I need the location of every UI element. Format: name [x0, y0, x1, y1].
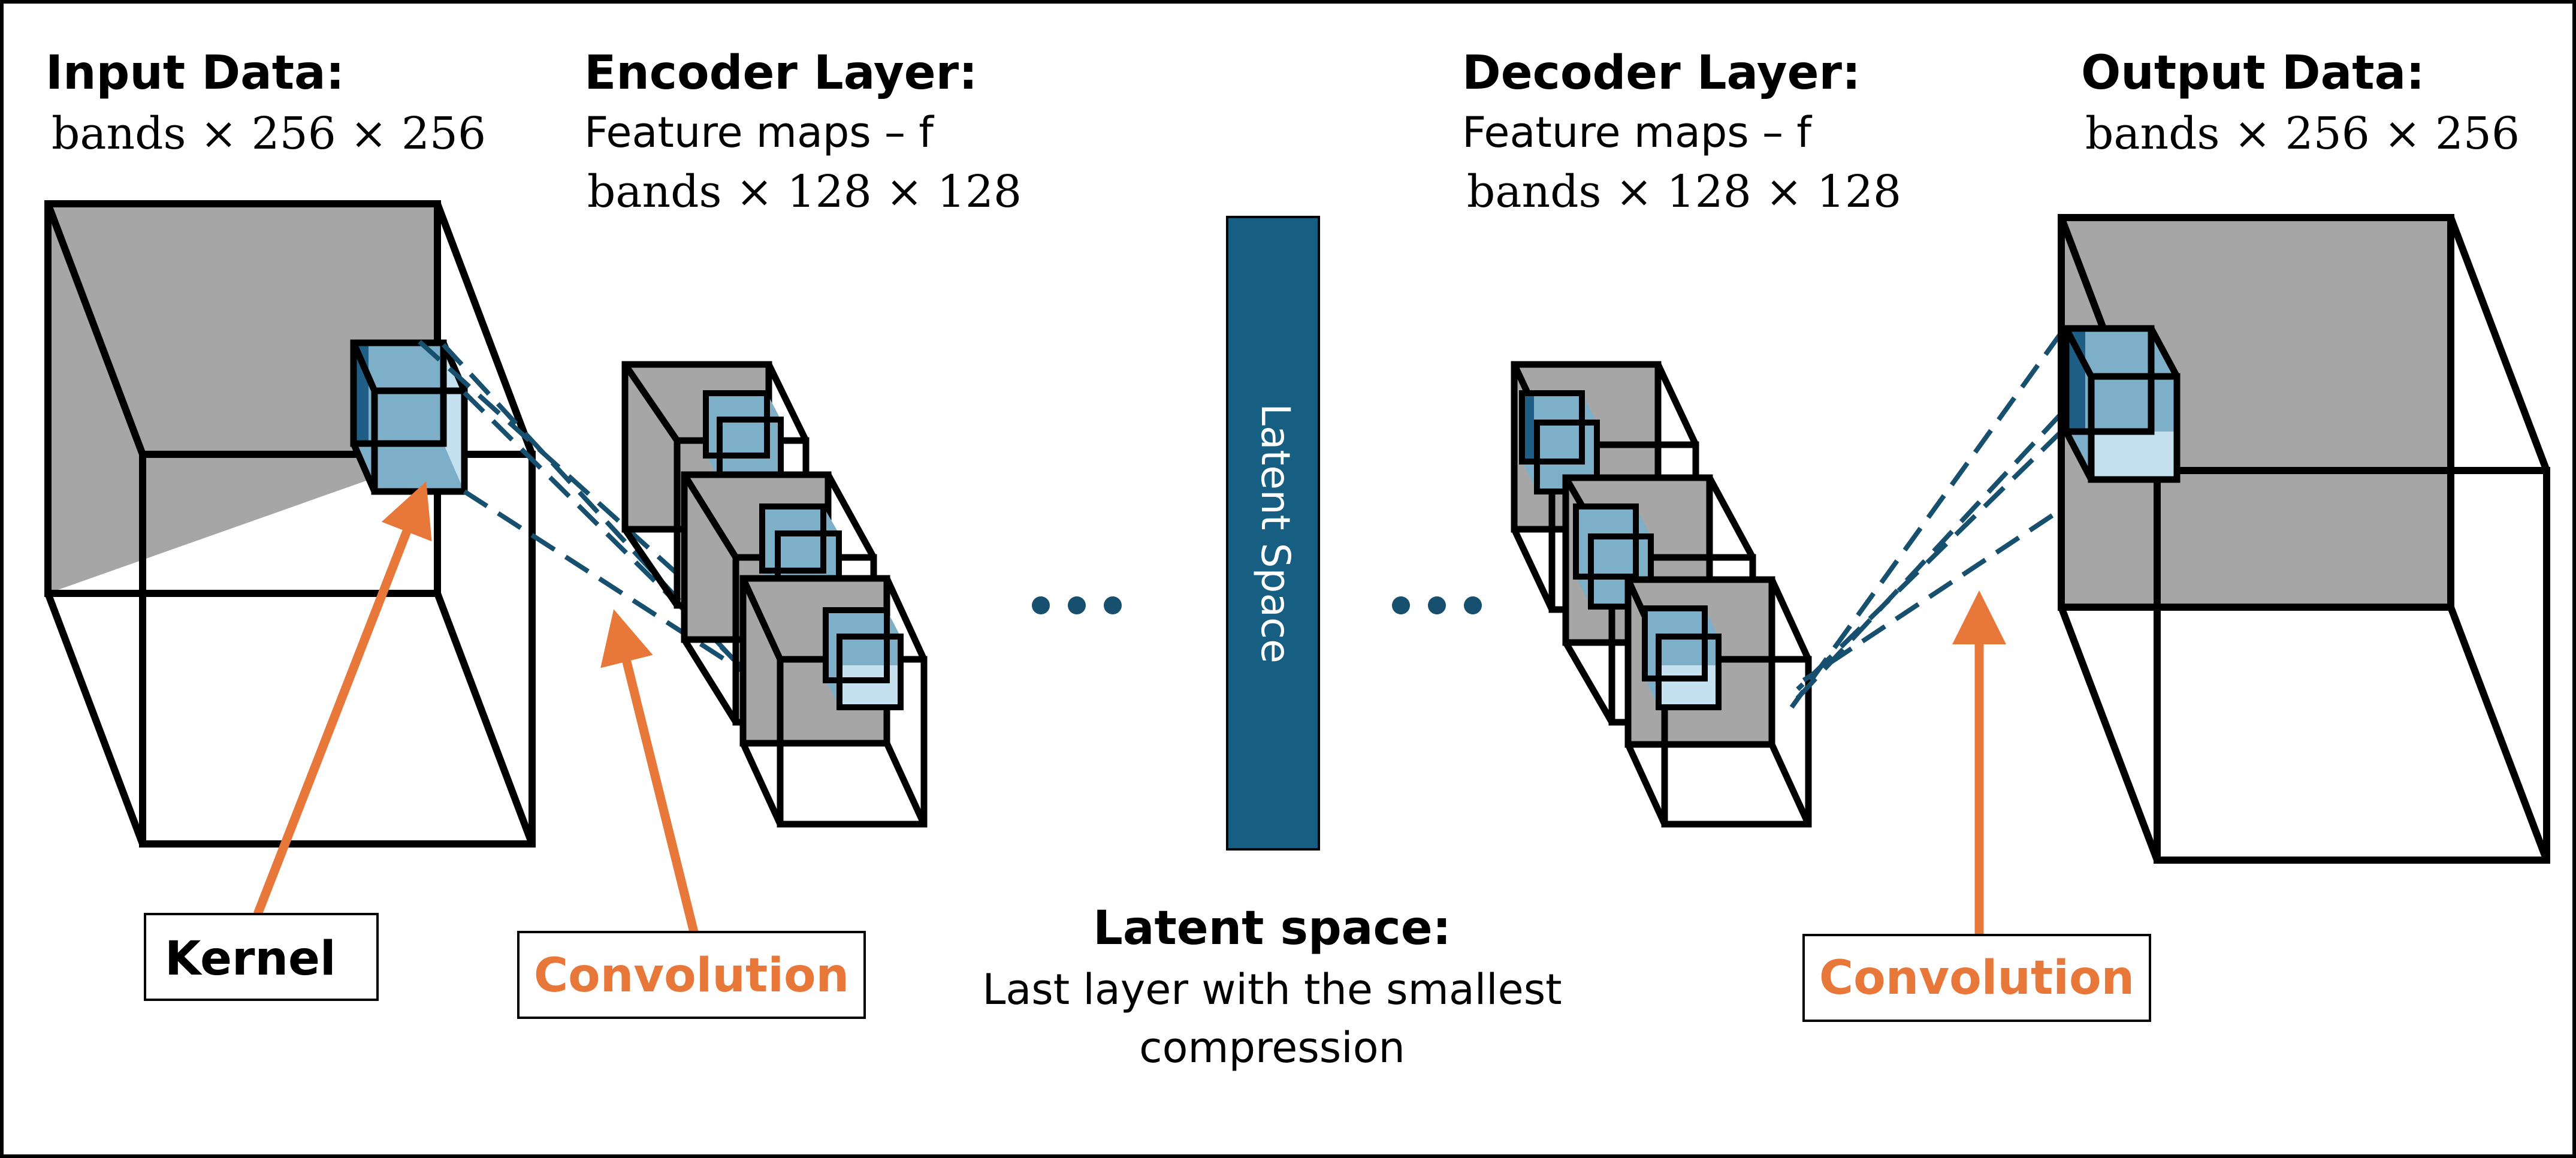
- decoder-block-3: [1624, 576, 1812, 828]
- encoder-ellipsis: [1032, 596, 1122, 614]
- latent-space-bar-label: Latent Space: [1252, 403, 1298, 664]
- output-projection-lines: [1789, 331, 2064, 709]
- latent-desc-line1: Last layer with the smallest: [982, 965, 1562, 1014]
- conv-left-arrow: [600, 609, 699, 933]
- output-dims: bands × 256 × 256: [2085, 108, 2520, 159]
- encoder-dims: bands × 128 × 128: [587, 166, 1022, 218]
- decoder-ellipsis: [1392, 596, 1482, 614]
- output-kernel-cube: [2062, 325, 2181, 483]
- input-kernel-cube: [350, 339, 468, 495]
- encoder-feature-maps: Feature maps – f: [584, 108, 934, 157]
- input-title: Input Data:: [46, 46, 345, 100]
- decoder-feature-maps: Feature maps – f: [1462, 108, 1812, 157]
- latent-title: Latent space:: [1093, 901, 1451, 955]
- kernel-arrow: [253, 481, 432, 916]
- input-dims: bands × 256 × 256: [52, 108, 486, 159]
- conv-right-label: Convolution: [1819, 951, 2134, 1005]
- decoder-title: Decoder Layer:: [1462, 46, 1861, 100]
- latent-space-bar: Latent Space: [1226, 216, 1320, 851]
- decoder-dims: bands × 128 × 128: [1467, 166, 1901, 218]
- conv-right-label-box: [1802, 934, 2151, 1022]
- kernel-label: Kernel: [165, 932, 336, 986]
- conv-left-label-box: [517, 931, 866, 1019]
- encoder-title: Encoder Layer:: [584, 46, 977, 100]
- encoder-block-3: [739, 575, 928, 828]
- kernel-label-box: [144, 913, 379, 1001]
- conv-left-label: Convolution: [534, 949, 849, 1003]
- output-title: Output Data:: [2081, 46, 2424, 100]
- latent-desc-line2: compression: [1139, 1023, 1405, 1072]
